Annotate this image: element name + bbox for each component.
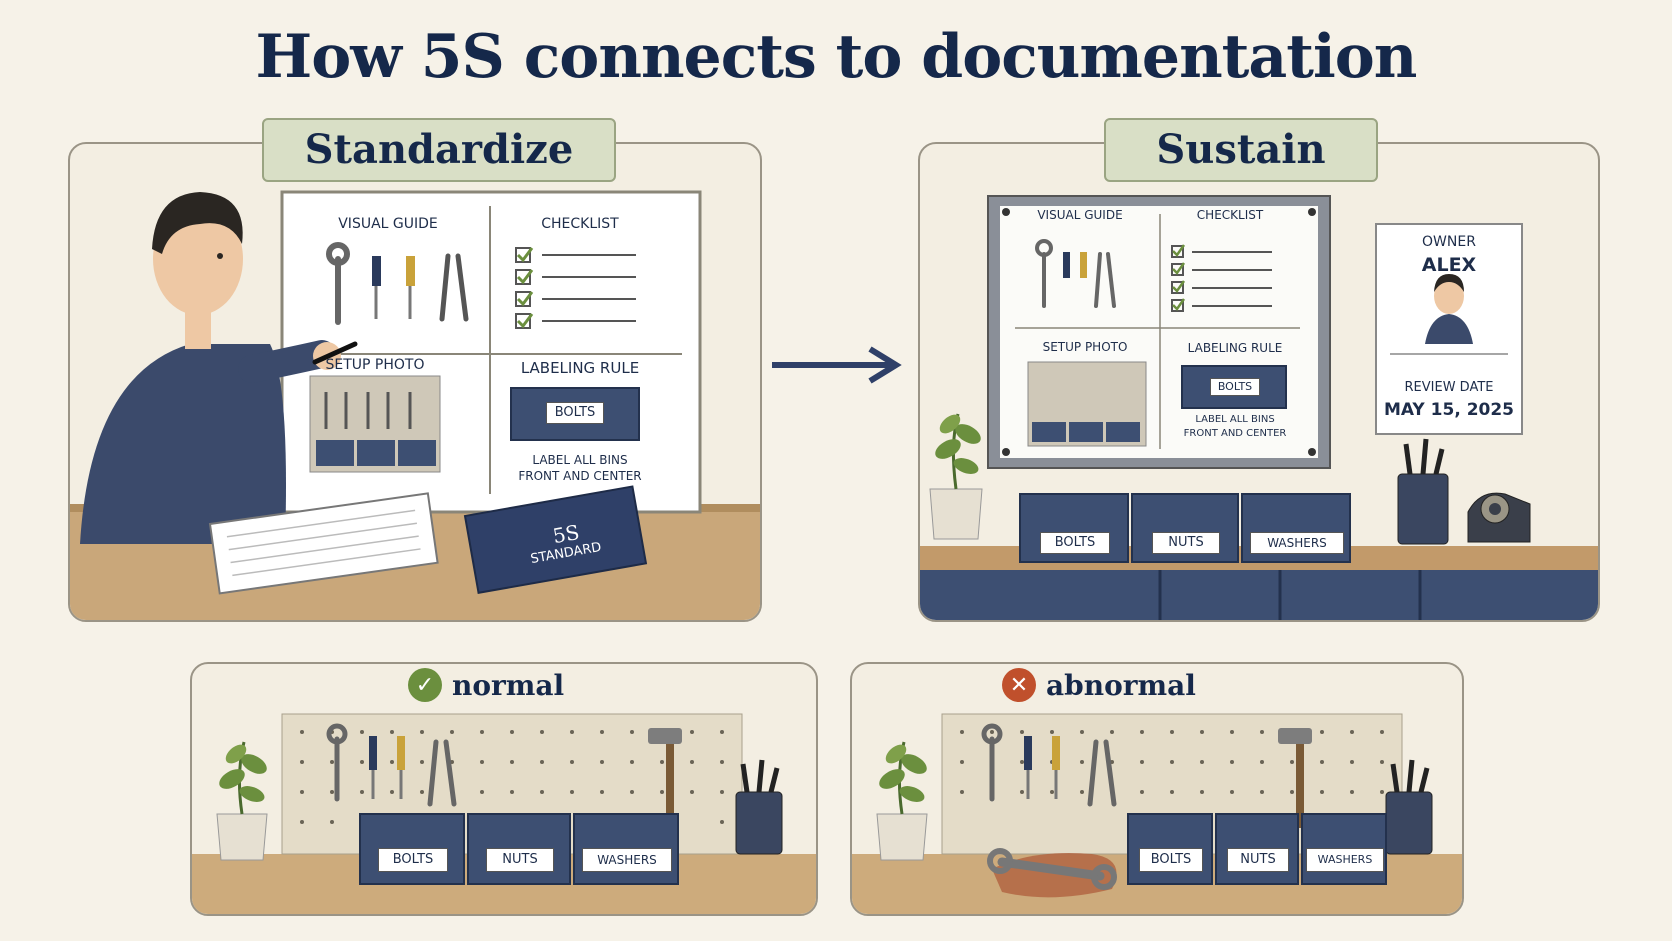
arrow-right-icon bbox=[772, 346, 902, 384]
screwdriver-icon bbox=[372, 256, 381, 286]
check-icon bbox=[516, 247, 534, 329]
tools bbox=[981, 723, 1117, 807]
abnormal-label: abnormal bbox=[1046, 668, 1196, 702]
abnormal-bin-nuts: NUTS bbox=[1227, 848, 1289, 872]
pliers-icon bbox=[439, 253, 469, 322]
standardize-tag: Standardize bbox=[262, 118, 616, 182]
checklist-label: CHECKLIST bbox=[541, 216, 619, 232]
whiteboard bbox=[280, 190, 702, 514]
visual-guide-label: VISUAL GUIDE bbox=[338, 216, 438, 232]
pegboard-holes bbox=[960, 730, 1384, 794]
review-date-value: MAY 15, 2025 bbox=[1383, 400, 1515, 420]
sustain-rule-line1: LABEL ALL BINS bbox=[1195, 414, 1275, 425]
checklist-lines bbox=[515, 247, 636, 329]
pen-cup-icon bbox=[735, 759, 783, 855]
pen-cup-icon bbox=[1385, 759, 1433, 855]
sustain-checklist-label: CHECKLIST bbox=[1196, 208, 1264, 222]
notebook-icon bbox=[208, 492, 439, 595]
standardize-panel: VISUAL GUIDE CHECKLIST SETUP PHOTO LABEL… bbox=[68, 142, 762, 622]
person-illustration bbox=[80, 192, 358, 544]
sustain-setup-photo-label: SETUP PHOTO bbox=[1042, 340, 1128, 354]
hammer-icon bbox=[648, 728, 682, 828]
sustain-illustration bbox=[920, 195, 1598, 620]
sustain-bin-bolts: BOLTS bbox=[1040, 532, 1110, 554]
pegboard-holes bbox=[300, 730, 724, 824]
abnormal-bin-bolts: BOLTS bbox=[1139, 848, 1203, 872]
tape-dispenser-icon bbox=[1467, 492, 1531, 543]
labeling-rule-label: LABELING RULE bbox=[520, 359, 640, 377]
plant-icon bbox=[876, 741, 928, 861]
sustain-visual-guide-label: VISUAL GUIDE bbox=[1037, 208, 1123, 222]
screwdriver-yellow-icon bbox=[406, 256, 415, 286]
normal-label: normal bbox=[452, 668, 565, 702]
pen-cup-icon bbox=[1397, 438, 1449, 545]
sustain-labeling-rule-label: LABELING RULE bbox=[1187, 341, 1283, 355]
book-icon bbox=[463, 485, 648, 594]
plant-icon bbox=[929, 413, 983, 540]
sustain-bin-washers: WASHERS bbox=[1250, 532, 1344, 554]
normal-bin-nuts: NUTS bbox=[486, 848, 554, 872]
normal-bin-washers: WASHERS bbox=[582, 848, 672, 872]
tools bbox=[326, 723, 457, 807]
wrench-icon bbox=[326, 242, 350, 325]
x-circle-icon: ✕ bbox=[1002, 668, 1036, 702]
normal-bin-bolts: BOLTS bbox=[378, 848, 448, 872]
sustain-panel: VISUAL GUIDE CHECKLIST SETUP PHOTO LABEL… bbox=[918, 142, 1600, 622]
sustain-tag: Sustain bbox=[1104, 118, 1378, 182]
abnormal-bin-washers: WASHERS bbox=[1306, 848, 1384, 872]
abnormal-panel: BOLTS NUTS WASHERS bbox=[850, 662, 1464, 916]
abnormal-heading: ✕ abnormal bbox=[1002, 668, 1196, 702]
sustain-rule-line2: FRONT AND CENTER bbox=[1183, 428, 1287, 439]
sustain-bin-nuts: NUTS bbox=[1152, 532, 1220, 554]
plant-icon bbox=[216, 741, 268, 861]
normal-panel: BOLTS NUTS WASHERS bbox=[190, 662, 818, 916]
rule-text-line1: LABEL ALL BINS bbox=[532, 453, 628, 467]
bin-label-bolts: BOLTS bbox=[546, 402, 604, 424]
page-title: How 5S connects to documentation bbox=[255, 22, 1418, 92]
owner-avatar bbox=[1425, 274, 1473, 344]
normal-heading: ✓ normal bbox=[408, 668, 564, 702]
rule-text-line2: FRONT AND CENTER bbox=[518, 469, 642, 483]
standardize-illustration bbox=[70, 190, 760, 620]
hammer-icon bbox=[1278, 728, 1312, 828]
misplaced-wrench-icon bbox=[987, 848, 1117, 898]
owner-label: OWNER bbox=[1422, 234, 1476, 250]
owner-name: ALEX bbox=[1421, 254, 1477, 276]
setup-photo-label: SETUP PHOTO bbox=[325, 357, 425, 373]
sustain-bin-label-bolts: BOLTS bbox=[1210, 378, 1260, 396]
review-date-label: REVIEW DATE bbox=[1404, 380, 1494, 395]
check-icon bbox=[1172, 244, 1186, 311]
check-circle-icon: ✓ bbox=[408, 668, 442, 702]
